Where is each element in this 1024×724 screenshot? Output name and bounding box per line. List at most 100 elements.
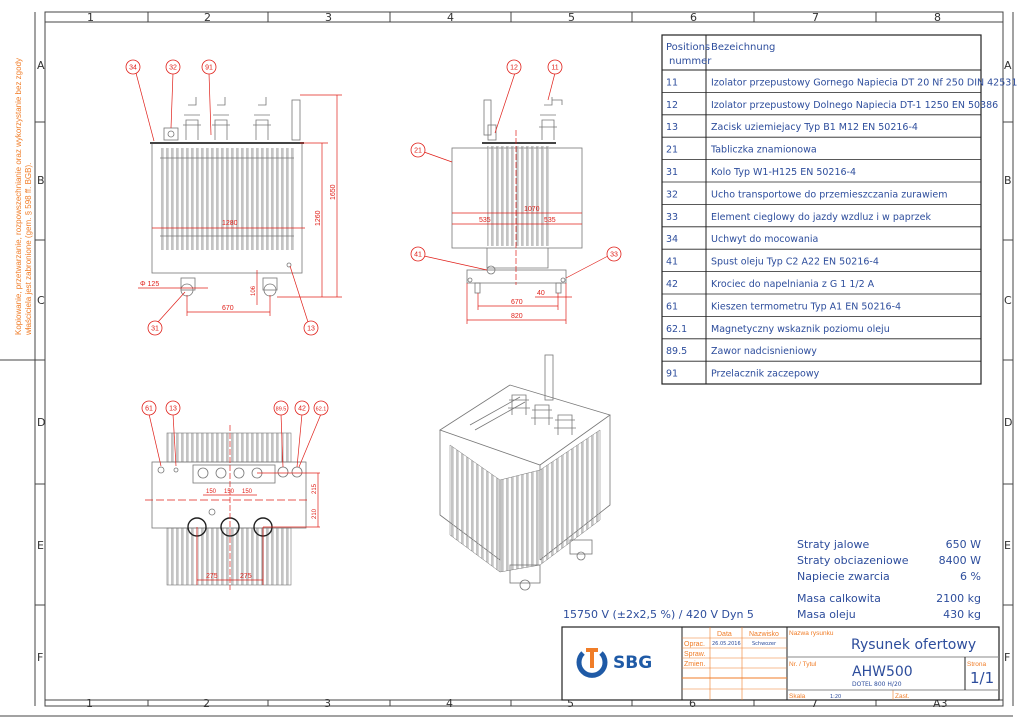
part-description: Ucho transportowe do przemieszczania zur… xyxy=(711,189,947,200)
grid-row-label: C xyxy=(37,294,45,307)
callout-89.5: 89.5 xyxy=(273,400,289,416)
position-number: 11 xyxy=(666,77,678,88)
dim-40: 40 xyxy=(537,290,545,297)
row-spraw: Spraw. xyxy=(684,651,705,658)
scale-value: 1:20 xyxy=(830,694,841,700)
grid-column-label: 3 xyxy=(325,11,332,24)
voltage-rating: 15750 V (±2x2,5 %) / 420 V Dyn 5 xyxy=(563,608,754,621)
callout-11: 11 xyxy=(547,59,563,75)
callout-34: 34 xyxy=(125,59,141,75)
table-row: 33 Element cieglowy do jazdy wzdluz i w p… xyxy=(666,212,931,223)
position-number: 32 xyxy=(666,189,678,200)
svg-text:13: 13 xyxy=(307,326,315,333)
svg-text:SBG: SBG xyxy=(613,653,652,673)
position-number: 61 xyxy=(666,301,678,312)
isometric-view xyxy=(439,354,611,591)
grid-column-label: 7 xyxy=(811,697,818,710)
dim-820: 820 xyxy=(511,313,523,320)
drawing-subtitle: DOTEL 800 H/20 xyxy=(852,681,902,688)
dim-670: 670 xyxy=(222,305,234,312)
position-number: 89.5 xyxy=(666,346,687,357)
top-view: 150 150 150 275 275 215 210 xyxy=(145,413,322,590)
col-data: Data xyxy=(717,631,732,638)
position-number: 31 xyxy=(666,167,678,178)
drawing-name-label: Nazwa rysunku xyxy=(789,630,834,637)
table-row: 34 Uchwyt do mocowania xyxy=(666,234,818,245)
page-label: Strona xyxy=(967,661,987,668)
svg-text:13: 13 xyxy=(169,406,177,413)
drawing-name: Rysunek ofertowy xyxy=(851,637,976,653)
title-block: SBG Data Nazwisko Oprac. Spraw. Zmien. 2… xyxy=(561,626,1000,701)
grid-row-label: F xyxy=(1004,651,1010,664)
dim-1280: 1280 xyxy=(222,220,238,227)
grid-column-label: 2 xyxy=(204,11,211,24)
svg-text:62.1: 62.1 xyxy=(316,407,327,413)
margin-note: Kopiowanie, przetwarzanie, rozpowszechni… xyxy=(14,58,23,335)
svg-text:61: 61 xyxy=(145,406,153,413)
grid-row-label: D xyxy=(37,416,45,429)
grid-row-label: E xyxy=(37,539,44,552)
dim-1260: 1260 xyxy=(315,210,322,226)
dim-150-2: 150 xyxy=(224,489,235,495)
position-number: 12 xyxy=(666,100,678,111)
dim-diameter-125: Φ 125 xyxy=(140,281,159,288)
grid-column-label: 6 xyxy=(689,697,696,710)
row-oprac: Oprac. xyxy=(684,641,705,648)
part-description: Element cieglowy do jazdy wzdluz i w pap… xyxy=(711,212,931,223)
callout-62.1: 62.1 xyxy=(313,400,329,416)
dim-275-2: 275 xyxy=(240,573,252,580)
part-description: Zawor nadcisnieniowy xyxy=(711,346,817,357)
position-number: 91 xyxy=(666,369,678,380)
dim-275-1: 275 xyxy=(206,573,218,580)
front-view: 1280 1260 1650 670 Φ 125 106 xyxy=(135,72,342,323)
grid-row-label: B xyxy=(1004,174,1012,187)
dim-215: 215 xyxy=(312,483,318,494)
position-number: 33 xyxy=(666,212,678,223)
grid-column-label: 8 xyxy=(934,11,941,24)
position-number: 34 xyxy=(666,234,678,245)
callout-41: 41 xyxy=(410,246,426,262)
position-number: 13 xyxy=(666,122,678,133)
spec-value: 650 W xyxy=(946,538,981,551)
callout-32: 32 xyxy=(165,59,181,75)
svg-text:89.5: 89.5 xyxy=(276,407,287,413)
grid-column-label: 4 xyxy=(446,697,453,710)
dim-150-1: 150 xyxy=(206,489,217,495)
oprac-name: Schwozer xyxy=(752,641,777,647)
drawing-frame xyxy=(0,11,1014,717)
zast-label: Zast. xyxy=(895,693,910,700)
table-header-desc: Bezeichnung xyxy=(711,42,775,53)
dim-106: 106 xyxy=(251,285,257,296)
table-row: 32 Ucho transportowe do przemieszczania z… xyxy=(666,189,947,200)
page-number: 1/1 xyxy=(970,669,994,687)
part-description: Izolator przepustowy Gornego Napiecia DT… xyxy=(711,77,1017,88)
spec-value: 6 % xyxy=(960,570,981,583)
number-label: Nr. / Tytul xyxy=(789,661,817,668)
grid-row-label: B xyxy=(37,174,45,187)
spec-label: Masa oleju xyxy=(797,608,856,621)
svg-text:41: 41 xyxy=(414,252,422,259)
callout-42: 42 xyxy=(294,400,310,416)
grid-row-label: D xyxy=(1004,416,1012,429)
svg-text:12: 12 xyxy=(510,65,518,72)
position-number: 41 xyxy=(666,257,678,268)
grid-column-label: 1 xyxy=(86,697,93,710)
table-row: 89.5 Zawor nadcisnieniowy xyxy=(666,346,817,357)
drawing-number: AHW500 xyxy=(852,664,913,680)
svg-text:42: 42 xyxy=(298,406,306,413)
part-description: Uchwyt do mocowania xyxy=(711,234,818,245)
callout-31: 31 xyxy=(147,320,163,336)
dim-535-left: 535 xyxy=(479,217,491,224)
grid-row-label: A xyxy=(37,59,45,72)
